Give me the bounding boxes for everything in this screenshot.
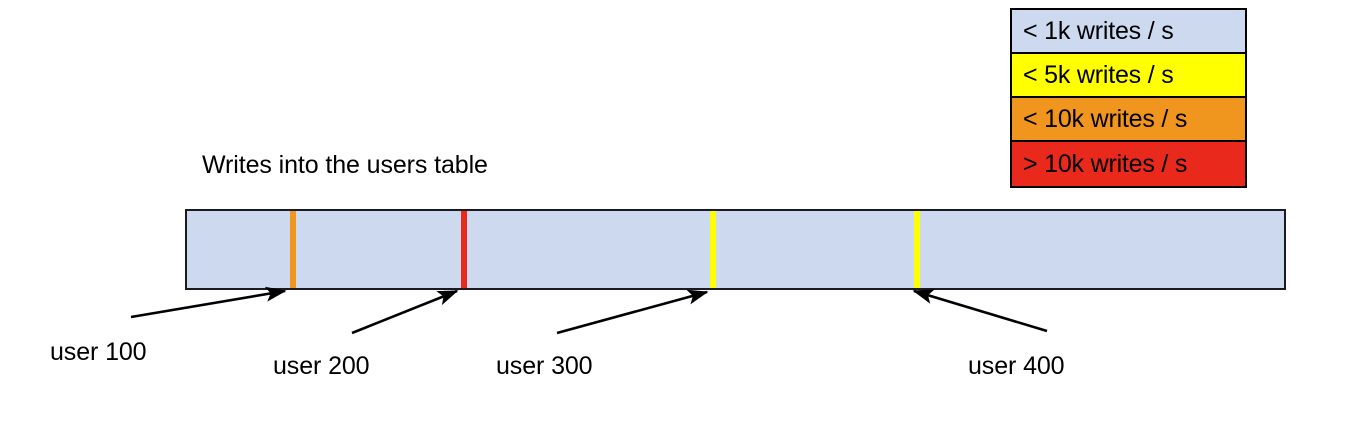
marker-label-user-300: user 300 — [496, 352, 593, 380]
arrow-to-user-100 — [130, 286, 287, 319]
writes-rate-legend: < 1k writes / s < 5k writes / s < 10k wr… — [1010, 8, 1247, 188]
legend-label-lt-5k: < 5k writes / s — [1023, 60, 1174, 89]
marker-label-user-100: user 100 — [50, 338, 147, 366]
arrow-to-user-400 — [912, 289, 1048, 333]
legend-label-gt-10k: > 10k writes / s — [1023, 149, 1188, 178]
users-table-bar — [185, 209, 1286, 290]
arrow-to-user-300 — [556, 289, 709, 335]
legend-row-lt-10k: < 10k writes / s — [1012, 98, 1245, 142]
bar-stripe-user-300 — [710, 211, 716, 288]
legend-label-lt-10k: < 10k writes / s — [1023, 104, 1188, 133]
marker-label-user-200: user 200 — [273, 352, 370, 380]
bar-stripe-user-400 — [914, 211, 920, 288]
legend-row-lt-5k: < 5k writes / s — [1012, 54, 1245, 98]
legend-label-lt-1k: < 1k writes / s — [1023, 16, 1174, 45]
marker-label-user-400: user 400 — [968, 352, 1065, 380]
chart-title: Writes into the users table — [202, 151, 488, 179]
legend-row-lt-1k: < 1k writes / s — [1012, 10, 1245, 54]
arrow-to-user-200 — [351, 289, 459, 335]
legend-row-gt-10k: > 10k writes / s — [1012, 142, 1245, 186]
bar-stripe-user-100 — [290, 211, 296, 288]
bar-stripe-user-200 — [461, 211, 467, 288]
